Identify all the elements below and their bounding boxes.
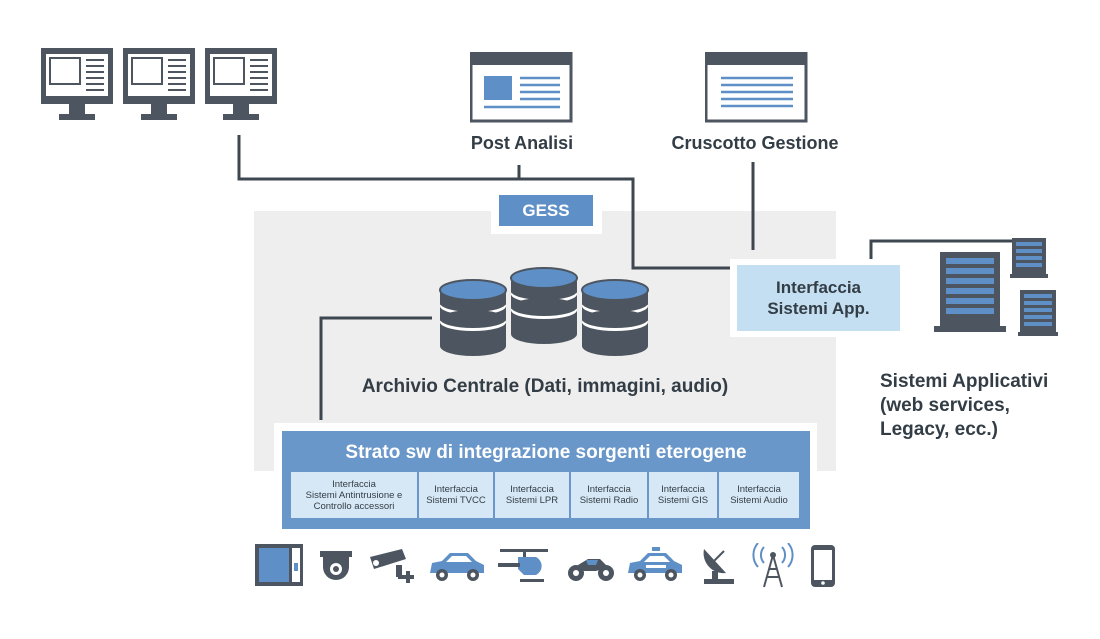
sistemi-applicativi-label: Sistemi Applicativi (web services, Legac… <box>880 370 1080 442</box>
interface-line: Interfaccia <box>434 484 478 495</box>
interface-line: Interfaccia <box>332 478 376 490</box>
database-icon <box>439 279 507 357</box>
motorcycle-icon <box>568 559 614 581</box>
strato-to-archive-line <box>319 316 432 420</box>
interface-line: Interfaccia <box>661 484 705 495</box>
interface-line: Sistemi TVCC <box>426 495 486 506</box>
post-analisi-label: Post Analisi <box>470 133 574 153</box>
server-small-icon <box>1010 238 1048 278</box>
radio-antenna-icon <box>752 543 794 588</box>
monitor-icon <box>123 48 195 120</box>
dome-camera-icon <box>320 551 352 580</box>
app-systems-line <box>869 239 1012 262</box>
sistemi-applicativi-line1: Sistemi Applicativi <box>880 371 1049 392</box>
workstations-to-interface-line <box>237 135 737 270</box>
interfaccia-sistemi-app-box: Interfaccia Sistemi App. <box>737 265 900 331</box>
gess-badge: GESS <box>499 195 593 226</box>
interfaccia-app-line2: Sistemi App. <box>767 299 870 318</box>
database-icon <box>510 267 578 345</box>
monitor-icon <box>205 48 277 120</box>
interface-line: Sistemi Audio <box>730 495 788 506</box>
cruscotto-gestione-label: Cruscotto Gestione <box>671 133 839 153</box>
server-rack-icon <box>934 252 1006 332</box>
interface-line: Sistemi Radio <box>579 495 639 506</box>
satellite-dish-icon <box>703 549 734 584</box>
monitor-icon <box>41 48 113 120</box>
sistemi-applicativi-line2: (web services, <box>880 395 1010 416</box>
interface-line: Interfaccia <box>587 484 631 495</box>
access-panel-icon <box>255 544 303 586</box>
bullet-camera-icon <box>370 549 414 583</box>
workstations-group <box>41 48 277 120</box>
interface-line: Sistemi GIS <box>657 495 709 506</box>
interface-line: Interfaccia <box>510 484 554 495</box>
database-icon <box>581 279 649 357</box>
interface-line: Interfaccia <box>737 484 781 495</box>
helicopter-icon <box>498 549 548 582</box>
sistemi-applicativi-line3: Legacy, ecc.) <box>880 419 998 440</box>
archivio-centrale-label: Archivio Centrale (Dati, immagini, audio… <box>361 376 729 397</box>
interfaccia-app-line1: Interfaccia <box>775 278 862 297</box>
strato-title: Strato sw di integrazione sorgenti etero… <box>345 442 747 463</box>
cruscotto-window-icon <box>705 52 808 123</box>
interface-line: Sistemi Antintrusione e <box>305 489 403 501</box>
car-icon <box>430 553 484 581</box>
database-group <box>439 267 649 357</box>
police-car-icon <box>628 547 682 581</box>
post-analisi-window-icon <box>470 52 573 123</box>
servers-group <box>934 238 1058 336</box>
smartphone-icon <box>811 545 835 587</box>
interface-line: Controllo accessori <box>313 500 395 512</box>
server-small-icon <box>1018 290 1058 336</box>
interface-line: Sistemi LPR <box>505 495 559 506</box>
